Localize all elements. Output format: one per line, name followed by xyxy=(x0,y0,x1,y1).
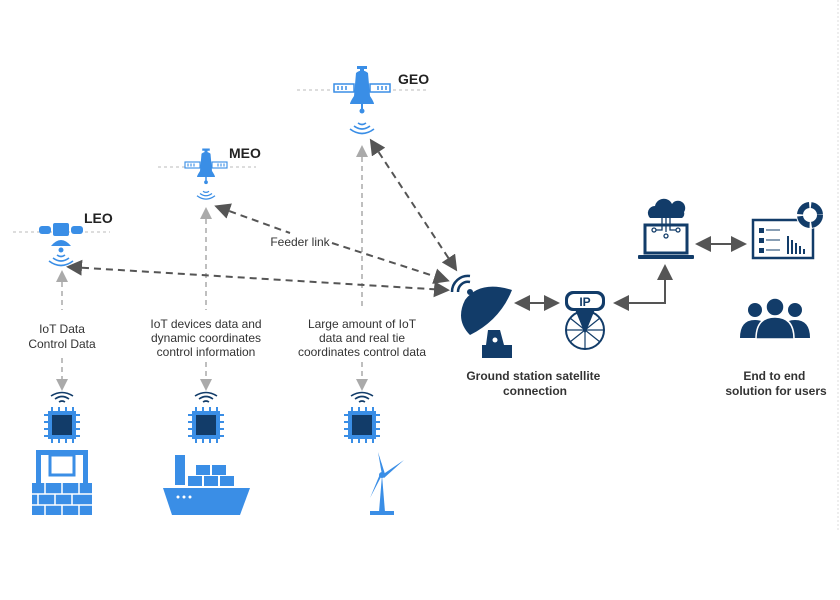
geo-satellite-icon xyxy=(333,65,391,135)
satellite-dish-icon xyxy=(450,274,512,358)
users-label: End to end xyxy=(743,369,805,383)
meo-uplink-label: dynamic coordinates xyxy=(151,331,261,345)
iot-chip-icon xyxy=(43,391,81,444)
geo-label: GEO xyxy=(398,71,429,87)
gate-icon xyxy=(32,450,92,515)
orbit-lines xyxy=(13,89,428,233)
meo-satellite-icon xyxy=(184,147,228,200)
feeder-link-label: Feeder link xyxy=(270,235,330,249)
iot-chip-icon xyxy=(343,391,381,444)
analytics-dashboard-icon xyxy=(751,201,824,260)
network-arrows xyxy=(514,236,747,311)
meo-uplink-label: control information xyxy=(157,345,256,359)
meo-uplink-label: IoT devices data and xyxy=(150,317,261,331)
cargo-ship-icon xyxy=(163,455,250,515)
users-label: solution for users xyxy=(725,384,827,398)
feeder-link-arrows xyxy=(66,138,458,298)
ip-globe-icon: IP xyxy=(565,291,605,350)
leo-uplink-label: IoT Data xyxy=(39,322,85,336)
geo-uplink-label: Large amount of IoT xyxy=(308,317,417,331)
svg-text:End to end solution for us: End to end solution for users xyxy=(725,369,827,398)
ip-label: IP xyxy=(579,295,590,309)
ground-station-label: connection xyxy=(503,384,567,398)
meo-label: MEO xyxy=(229,145,261,161)
cloud-laptop-icon xyxy=(638,198,694,259)
geo-uplink-label: coordinates control data xyxy=(298,345,426,359)
geo-uplink-label: data and real tie xyxy=(319,331,405,345)
svg-text:Ground station satellite c: Ground station satellite connection xyxy=(466,369,603,398)
iot-chip-icon xyxy=(187,391,225,444)
ground-station-label: Ground station satellite xyxy=(466,369,600,383)
leo-uplink-label: Control Data xyxy=(28,337,96,351)
wind-turbine-icon xyxy=(370,452,404,515)
leo-label: LEO xyxy=(84,210,113,226)
users-group-icon xyxy=(740,297,810,340)
leo-satellite-icon xyxy=(39,223,83,267)
